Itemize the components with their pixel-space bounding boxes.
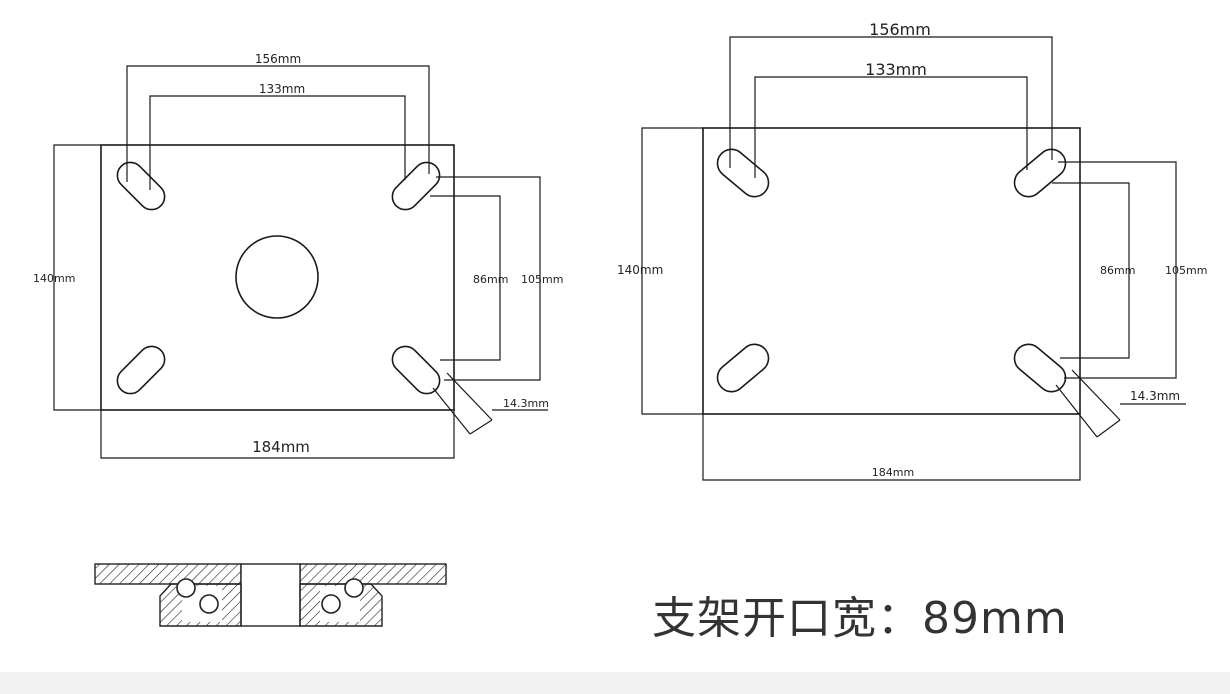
left-slot-top-right — [391, 161, 441, 211]
right-dim-140-label: 140mm — [617, 263, 663, 277]
left-dim-14-3-label: 14.3mm — [503, 397, 549, 410]
section-center-bore — [240, 563, 301, 627]
left-dim-105-label: 105mm — [521, 273, 563, 286]
right-dim-86-label: 86mm — [1100, 264, 1135, 277]
right-slot-bottom-left — [716, 343, 770, 393]
left-dim-156-label: 156mm — [255, 52, 301, 66]
right-dim-133-label: 133mm — [865, 60, 927, 79]
left-slot-bottom-left — [116, 345, 166, 395]
right-dim-156-label: 156mm — [869, 20, 931, 39]
left-dim-14-3-line — [432, 372, 548, 435]
section-ball — [344, 578, 364, 598]
right-dim-86-line — [1052, 182, 1130, 359]
left-plate-outline — [100, 144, 455, 411]
left-dim-133-line — [149, 95, 406, 190]
left-dim-133-label: 133mm — [259, 82, 305, 96]
left-dim-86-label: 86mm — [473, 273, 508, 286]
left-dim-184-line — [100, 410, 455, 459]
left-dim-86-line — [430, 195, 501, 361]
right-dim-184-line — [702, 414, 1081, 481]
bottom-band — [0, 672, 1230, 694]
right-dim-133-line — [754, 76, 1028, 178]
left-dim-105-line — [436, 176, 541, 381]
bearing-cross-section — [94, 563, 447, 627]
section-ball — [176, 578, 196, 598]
right-plate-drawing: 156mm 133mm 140mm 86mm 105mm 14.3mm 184m… — [617, 20, 1207, 481]
right-dim-156-line — [729, 36, 1053, 168]
right-dim-14-3-label: 14.3mm — [1130, 389, 1180, 403]
right-dim-14-3-line — [1055, 369, 1186, 438]
right-slot-top-left — [716, 148, 770, 198]
right-slot-bottom-right — [1013, 343, 1067, 393]
left-plate-drawing: 156mm 133mm 140mm 86mm 105mm 14.3mm 184m… — [33, 52, 563, 459]
right-dim-105-line — [1058, 161, 1177, 379]
right-dim-140-line — [641, 127, 703, 415]
right-dim-184-label: 184mm — [872, 466, 914, 479]
left-slot-bottom-right — [391, 345, 441, 395]
section-ball — [321, 594, 341, 614]
section-top-plate-right — [299, 563, 447, 585]
right-slot-top-right — [1013, 148, 1067, 198]
left-slot-top-left — [116, 161, 166, 211]
section-top-plate-left — [94, 563, 242, 585]
section-ball — [199, 594, 219, 614]
left-dim-140-line — [53, 144, 101, 411]
left-dim-184-label: 184mm — [252, 438, 310, 456]
right-plate-outline — [702, 127, 1081, 415]
opening-width-caption: 支架开口宽：89mm — [652, 593, 1068, 644]
left-center-hole — [235, 235, 319, 319]
left-dim-140-label: 140mm — [33, 272, 75, 285]
left-dim-156-line — [126, 65, 430, 182]
right-dim-105-label: 105mm — [1165, 264, 1207, 277]
